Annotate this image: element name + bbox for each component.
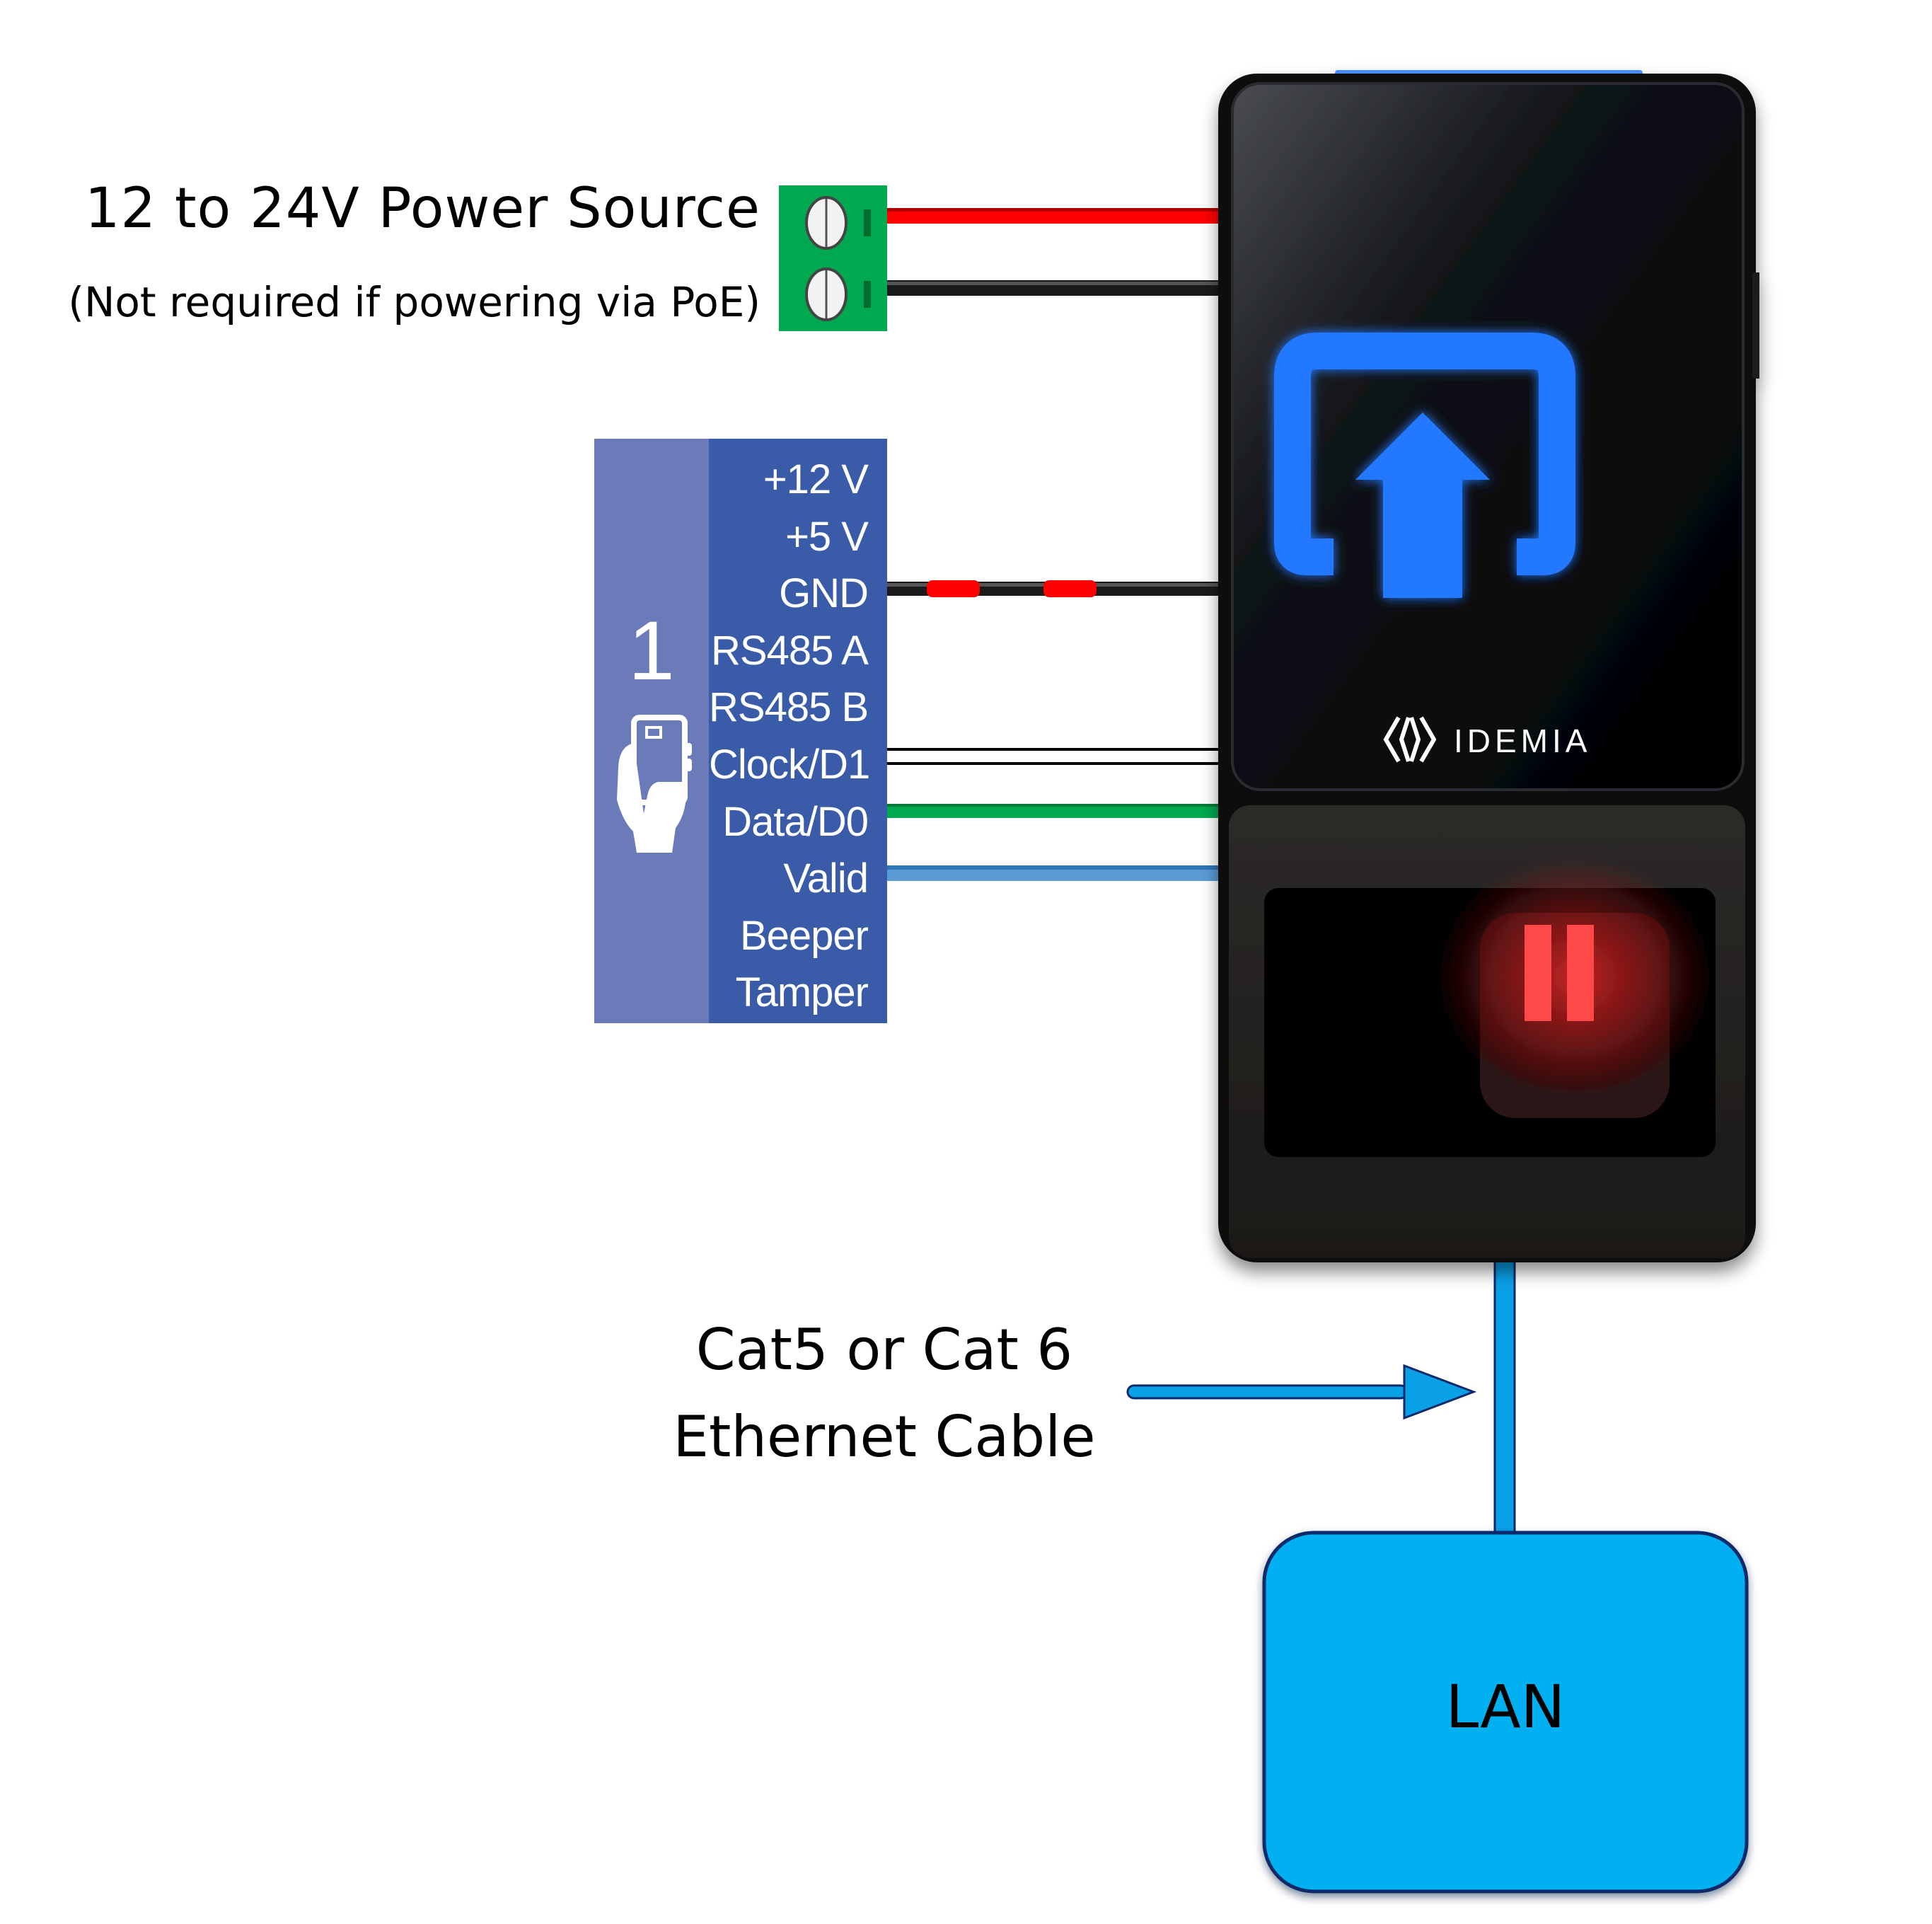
pin-beeper: Beeper xyxy=(739,912,869,959)
wire-gnd xyxy=(887,580,1227,597)
cable-label-line2: Ethernet Cable xyxy=(673,1404,1096,1470)
pin-rs485-b: RS485 B xyxy=(709,684,869,731)
hand-card-icon xyxy=(617,715,692,853)
lan-box xyxy=(1262,1531,1749,1894)
power-source-subtitle: (Not required if powering via PoE) xyxy=(68,278,760,326)
arrow-right-icon xyxy=(1126,1364,1477,1420)
power-source-title: 12 to 24V Power Source xyxy=(84,177,760,241)
pin-list: +12 V +5 V GND RS485 A RS485 B Clock/D1 … xyxy=(709,451,870,1022)
power-wire-negative xyxy=(887,280,1227,296)
pin-gnd: GND xyxy=(779,570,869,617)
pin-12v: +12 V xyxy=(763,456,869,502)
card-tap-arrow-icon xyxy=(1274,333,1575,598)
pin-valid: Valid xyxy=(783,856,869,902)
power-wire-positive xyxy=(887,208,1227,224)
power-terminal-block xyxy=(779,185,887,331)
terminal-screw-icon xyxy=(805,196,871,250)
reader-number: 1 xyxy=(628,604,675,698)
lan-label: LAN xyxy=(1445,1672,1566,1741)
device-brand: IDEMIA xyxy=(1454,722,1592,759)
fingerprint-sensor-light xyxy=(1525,925,1594,1021)
idemia-reader-device xyxy=(1218,70,1759,1262)
pin-5v: +5 V xyxy=(785,513,869,560)
idemia-logo-icon xyxy=(1383,715,1437,764)
ethernet-cable xyxy=(1493,1258,1516,1537)
wire-clock-d1 xyxy=(887,748,1227,765)
terminal-screw-icon xyxy=(805,267,871,321)
pin-data-d0: Data/D0 xyxy=(722,798,869,845)
controller-panel-left xyxy=(594,439,709,1023)
cable-label-line1: Cat5 or Cat 6 xyxy=(695,1317,1073,1383)
wire-data-d0 xyxy=(887,804,1227,818)
wire-valid xyxy=(887,865,1227,881)
controller-panel-right xyxy=(709,439,887,1023)
pin-tamper: Tamper xyxy=(735,969,869,1016)
pin-clock-d1: Clock/D1 xyxy=(709,741,870,788)
pin-rs485-a: RS485 A xyxy=(711,627,869,674)
